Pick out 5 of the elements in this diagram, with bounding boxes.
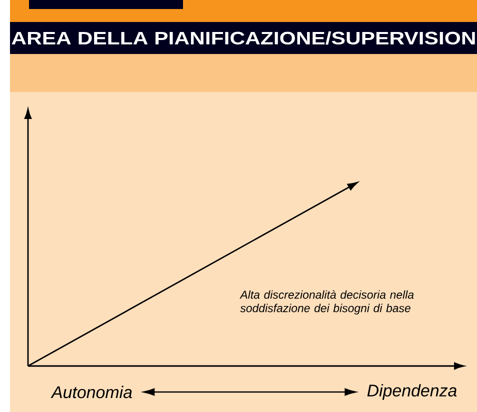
axis-label: Autonomia — [50, 386, 132, 398]
title-band: AREA DELLA PIANIFICAZIONE/SUPERVISION — [10, 22, 477, 54]
note-text: Alta discrezionalità decisoria nella soddisfazione dei bisogni di base — [240, 290, 414, 314]
double-arrow — [143, 388, 356, 396]
axis-label: Dipendenza — [367, 384, 457, 400]
